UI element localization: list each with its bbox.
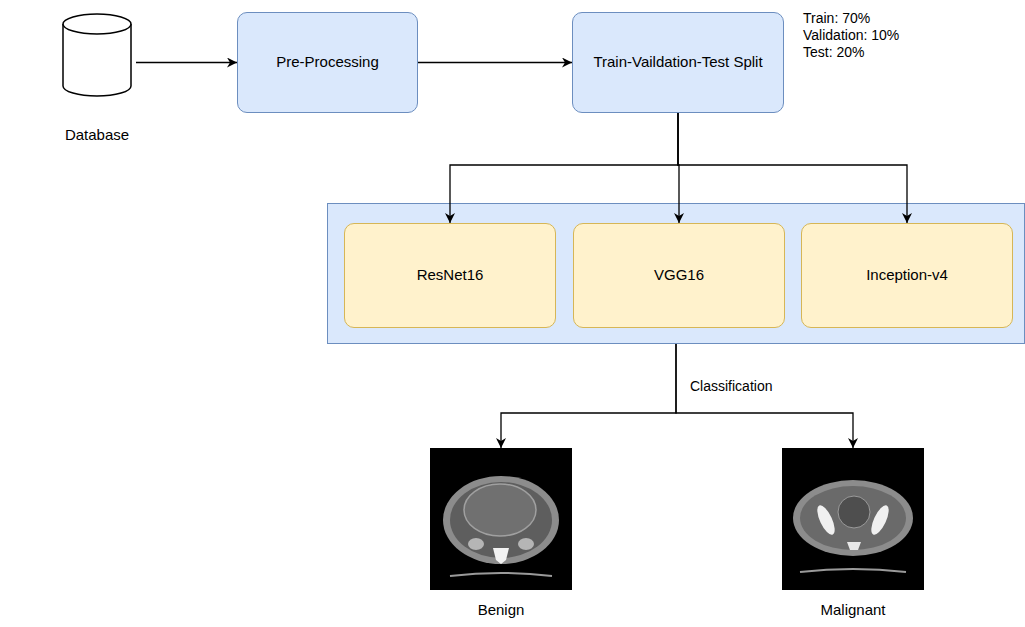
- model-box: ResNet16: [344, 223, 556, 328]
- ct-kidney: [468, 538, 484, 550]
- ct-bone: [814, 503, 838, 537]
- cylinder-body: [63, 24, 131, 96]
- split-ratio-label: Test: 20%: [803, 44, 864, 61]
- model-box: Inception-v4: [801, 223, 1013, 328]
- node-text: Train-Vaildation-Test Split: [593, 53, 762, 72]
- arrow-connector: [676, 344, 853, 448]
- ct-background: [782, 448, 924, 590]
- ct-cyst: [464, 484, 536, 536]
- model-box: VGG16: [573, 223, 785, 328]
- arrow-connector: [418, 62, 572, 63]
- node-text: Malignant: [820, 601, 885, 620]
- cylinder-icon: [58, 10, 136, 100]
- process-box: Pre-Processing: [237, 12, 418, 113]
- arrow-connector: [136, 62, 237, 63]
- ct-mass: [838, 496, 870, 528]
- ct-spine: [493, 548, 509, 564]
- node-text: Inception-v4: [866, 266, 948, 285]
- ct-image-node: Benign: [430, 448, 572, 620]
- node-text: Pre-Processing: [276, 53, 379, 72]
- cylinder-top: [63, 14, 131, 34]
- ct-bone: [868, 503, 892, 537]
- ct-scan-image: [782, 448, 924, 590]
- ct-body: [443, 476, 559, 564]
- node-text: Benign: [478, 601, 525, 620]
- ct-scan-image: [430, 448, 572, 590]
- arrow-connector: [678, 113, 907, 223]
- ct-table: [800, 569, 906, 572]
- ct-abdomen: [450, 482, 552, 558]
- model-group-band: ResNet16 VGG16 Inception-v4: [327, 203, 1025, 344]
- node-text: Database: [65, 126, 129, 145]
- ct-abdomen: [800, 486, 906, 550]
- ct-spine: [847, 542, 861, 550]
- ct-background: [430, 448, 572, 590]
- database-cylinder: Database: [58, 10, 136, 145]
- ct-body: [793, 480, 913, 556]
- split-ratio-label: Validation: 10%: [803, 27, 899, 44]
- arrow-connector: [678, 113, 679, 223]
- ct-kidney: [518, 538, 534, 550]
- edge-label: Classification: [688, 378, 774, 395]
- ct-image-node: Malignant: [782, 448, 924, 620]
- arrow-connector: [450, 113, 678, 223]
- split-ratio-label: Train: 70%: [803, 10, 870, 27]
- ct-table: [450, 573, 552, 576]
- node-text: ResNet16: [417, 266, 484, 285]
- node-text: VGG16: [654, 266, 704, 285]
- arrow-connector: [501, 344, 676, 448]
- process-box: Train-Vaildation-Test Split: [572, 12, 784, 113]
